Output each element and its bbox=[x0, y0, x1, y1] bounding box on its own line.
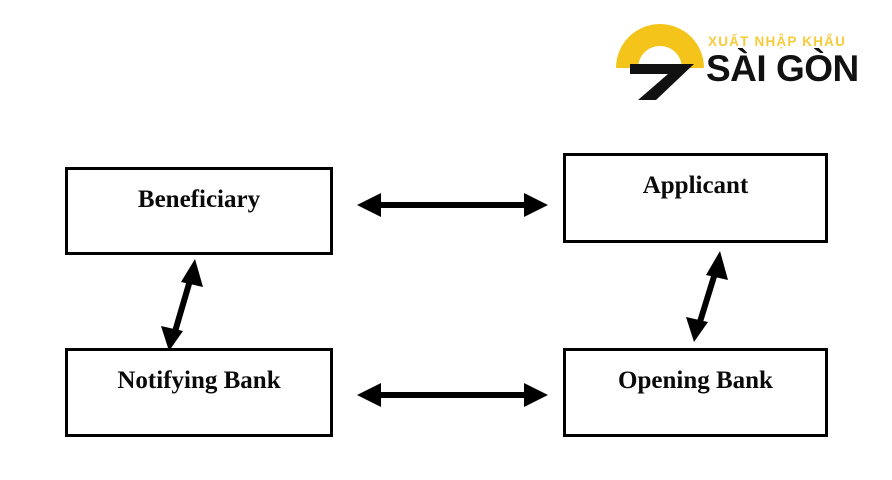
logo-arc-shape bbox=[616, 24, 704, 68]
node-opening-bank: Opening Bank bbox=[563, 348, 828, 437]
logo-tagline: XUẤT NHẬP KHẨU bbox=[708, 34, 847, 49]
arrow-beneficiary-applicant bbox=[357, 193, 548, 217]
node-notifying-bank: Notifying Bank bbox=[65, 348, 333, 437]
arrow-beneficiary-notifying bbox=[161, 259, 203, 351]
node-beneficiary-label: Beneficiary bbox=[137, 186, 261, 213]
node-notifying-bank-label: Notifying Bank bbox=[117, 367, 281, 394]
logo-wordmark: SÀI GÒN bbox=[706, 48, 859, 89]
arrow-notifying-opening bbox=[357, 383, 548, 407]
node-applicant: Applicant bbox=[563, 153, 828, 243]
node-opening-bank-label: Opening Bank bbox=[618, 367, 773, 394]
logo-seven-shape bbox=[630, 64, 694, 100]
brand-logo: XUẤT NHẬP KHẨU SÀI GÒN bbox=[612, 16, 859, 100]
logo-mark-icon bbox=[616, 24, 704, 100]
node-applicant-label: Applicant bbox=[642, 172, 749, 199]
node-beneficiary: Beneficiary bbox=[65, 167, 333, 255]
arrow-applicant-opening bbox=[686, 251, 728, 342]
